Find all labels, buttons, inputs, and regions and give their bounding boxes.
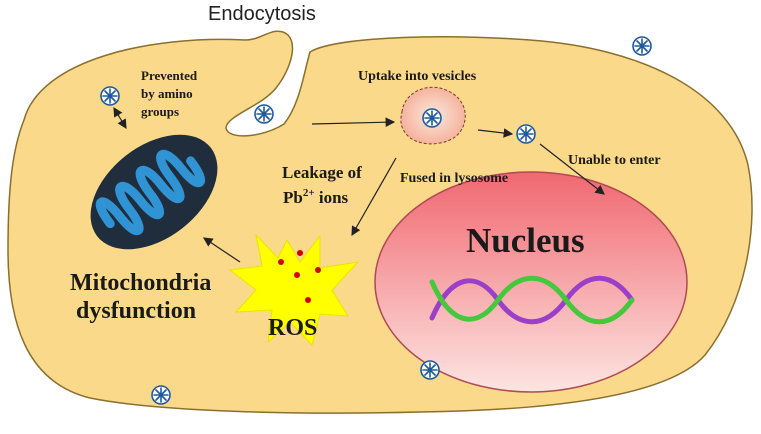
- nucleus: [374, 171, 688, 393]
- fused-label: Fused in lysosome: [400, 171, 508, 186]
- uptake-label: Uptake into vesicles: [358, 69, 477, 84]
- ros-dots: [278, 250, 321, 303]
- nanoparticle-icon: [151, 385, 171, 405]
- nanoparticle-icon: [632, 36, 652, 56]
- ros-star-icon: [228, 233, 360, 346]
- leakage-label-line2: Pb2+ ions: [283, 187, 349, 207]
- mitochondria-label-line1: Mitochondria: [70, 270, 211, 296]
- prevented-label-line3: groups: [141, 104, 179, 119]
- leakage-label-line1: Leakage of: [282, 163, 362, 182]
- nanoparticle-icon: [420, 360, 440, 380]
- ros-label: ROS: [268, 315, 317, 341]
- nanoparticle-icon: [422, 108, 442, 128]
- dna-helix-icon: [429, 275, 635, 325]
- arrows: [113, 106, 605, 263]
- endocytosis-label: Endocytosis: [208, 3, 316, 25]
- unable-label: Unable to enter: [568, 153, 661, 168]
- nanoparticle-icon: [516, 124, 536, 144]
- prevented-label-line2: by amino: [141, 86, 193, 101]
- prevented-label-line1: Prevented: [141, 68, 198, 83]
- nanoparticle-icon: [254, 104, 274, 124]
- nucleus-label: Nucleus: [466, 221, 585, 260]
- nanoparticle-icon: [100, 86, 120, 106]
- mitochondrion-icon: [90, 134, 218, 250]
- mitochondria-label-line2: dysfunction: [76, 298, 196, 324]
